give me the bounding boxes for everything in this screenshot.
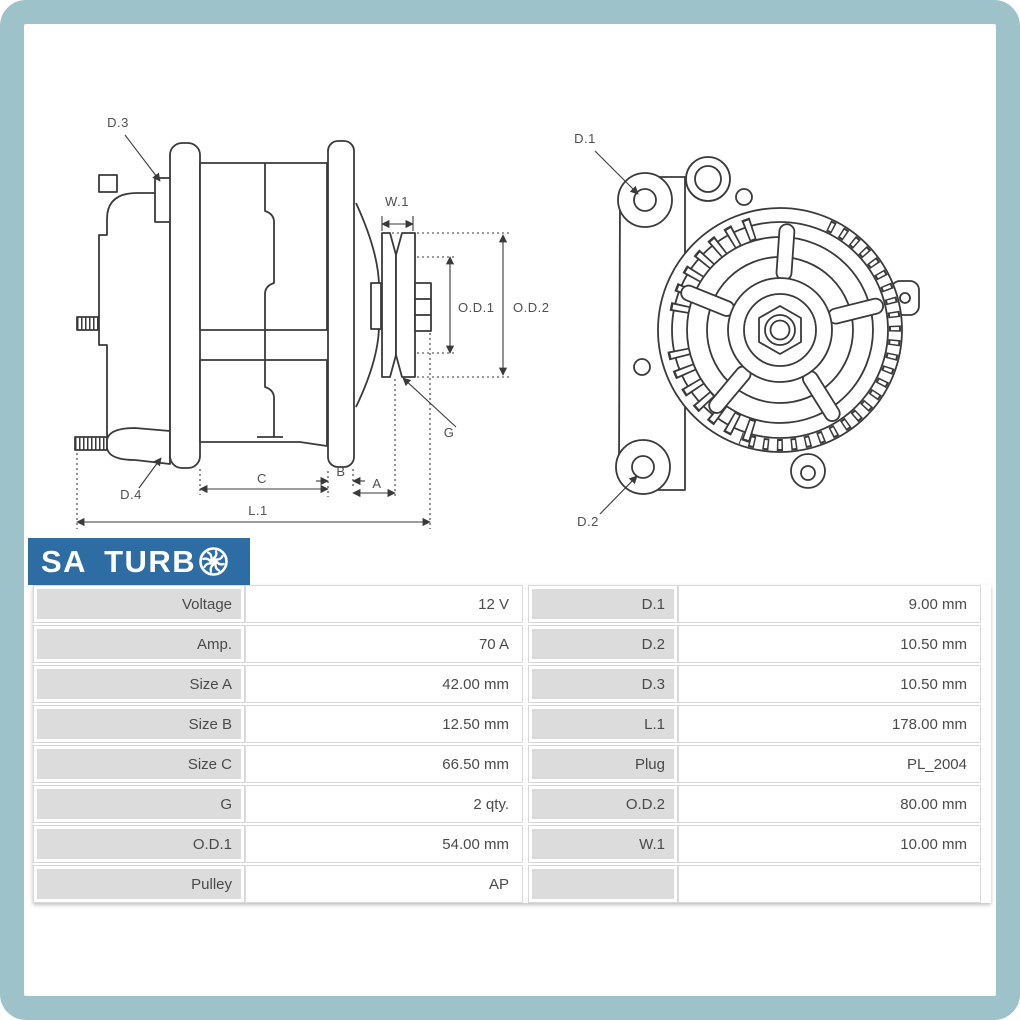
spec-label-cell: Voltage: [33, 585, 245, 623]
spec-label-chip: D.2: [532, 629, 674, 659]
spec-value-cell: [678, 865, 981, 903]
dim-label-d2: D.2: [577, 514, 599, 529]
spec-value-cell: 10.00 mm: [678, 825, 981, 863]
brand-logo-word-1: SA: [41, 544, 88, 579]
spec-label-chip: Size B: [37, 709, 241, 739]
spec-value-cell: 12 V: [245, 585, 523, 623]
spec-label-chip: Amp.: [37, 629, 241, 659]
spec-label-chip: Size A: [37, 669, 241, 699]
dim-label-c: C: [257, 471, 267, 486]
dim-label-w1: W.1: [385, 194, 409, 209]
spec-value-cell: 66.50 mm: [245, 745, 523, 783]
spec-label-cell: D.2: [528, 625, 678, 663]
dim-label-l1: L.1: [248, 503, 268, 518]
spec-label-cell: [528, 865, 678, 903]
spec-label-chip: D.3: [532, 669, 674, 699]
spec-label-chip: [532, 869, 674, 899]
spec-label-chip: L.1: [532, 709, 674, 739]
spec-label-chip: Pulley: [37, 869, 241, 899]
spec-label-chip: D.1: [532, 589, 674, 619]
spec-label-cell: Amp.: [33, 625, 245, 663]
spec-label-chip: O.D.1: [37, 829, 241, 859]
dim-label-d3: D.3: [107, 115, 129, 130]
spec-value-cell: 42.00 mm: [245, 665, 523, 703]
dim-label-a: A: [372, 476, 381, 491]
brand-logo: SA TURB: [28, 538, 250, 585]
dim-label-od2: O.D.2: [513, 300, 549, 315]
spec-label-cell: G: [33, 785, 245, 823]
spec-label-cell: O.D.2: [528, 785, 678, 823]
dim-label-d1: D.1: [574, 131, 596, 146]
spec-label-cell: L.1: [528, 705, 678, 743]
spec-label-cell: Size B: [33, 705, 245, 743]
spec-value-cell: 10.50 mm: [678, 665, 981, 703]
spec-label-chip: Size C: [37, 749, 241, 779]
spec-label-cell: O.D.1: [33, 825, 245, 863]
side-view: D.3 W.1 O.D.1 O.D.2 G D.4 C: [74, 115, 549, 529]
spec-label-chip: O.D.2: [532, 789, 674, 819]
spec-value-cell: 10.50 mm: [678, 625, 981, 663]
spec-value-cell: 70 A: [245, 625, 523, 663]
spec-label-cell: W.1: [528, 825, 678, 863]
spec-label-chip: Plug: [532, 749, 674, 779]
dim-label-b: B: [336, 464, 345, 479]
spec-value-cell: PL_2004: [678, 745, 981, 783]
spec-label-chip: G: [37, 789, 241, 819]
spec-label-cell: Size C: [33, 745, 245, 783]
spec-value-cell: 80.00 mm: [678, 785, 981, 823]
brand-logo-word-2: TURB: [104, 544, 197, 579]
spec-value-cell: 2 qty.: [245, 785, 523, 823]
spec-label-cell: Plug: [528, 745, 678, 783]
spec-value-cell: AP: [245, 865, 523, 903]
spec-label-cell: D.3: [528, 665, 678, 703]
spec-label-chip: W.1: [532, 829, 674, 859]
spec-value-cell: 9.00 mm: [678, 585, 981, 623]
spec-label-cell: Size A: [33, 665, 245, 703]
dim-label-g: G: [444, 425, 455, 440]
spec-label-cell: D.1: [528, 585, 678, 623]
spec-value-cell: 178.00 mm: [678, 705, 981, 743]
dim-label-od1: O.D.1: [458, 300, 494, 315]
front-view: D.1 D.2: [574, 131, 920, 529]
spec-label-chip: Voltage: [37, 589, 241, 619]
alternator-diagram: D.3 W.1 O.D.1 O.D.2 G D.4 C: [74, 115, 920, 529]
spec-value-cell: 12.50 mm: [245, 705, 523, 743]
spec-value-cell: 54.00 mm: [245, 825, 523, 863]
dim-label-d4: D.4: [120, 487, 142, 502]
turbo-fan-icon: [199, 547, 228, 576]
spec-label-cell: Pulley: [33, 865, 245, 903]
